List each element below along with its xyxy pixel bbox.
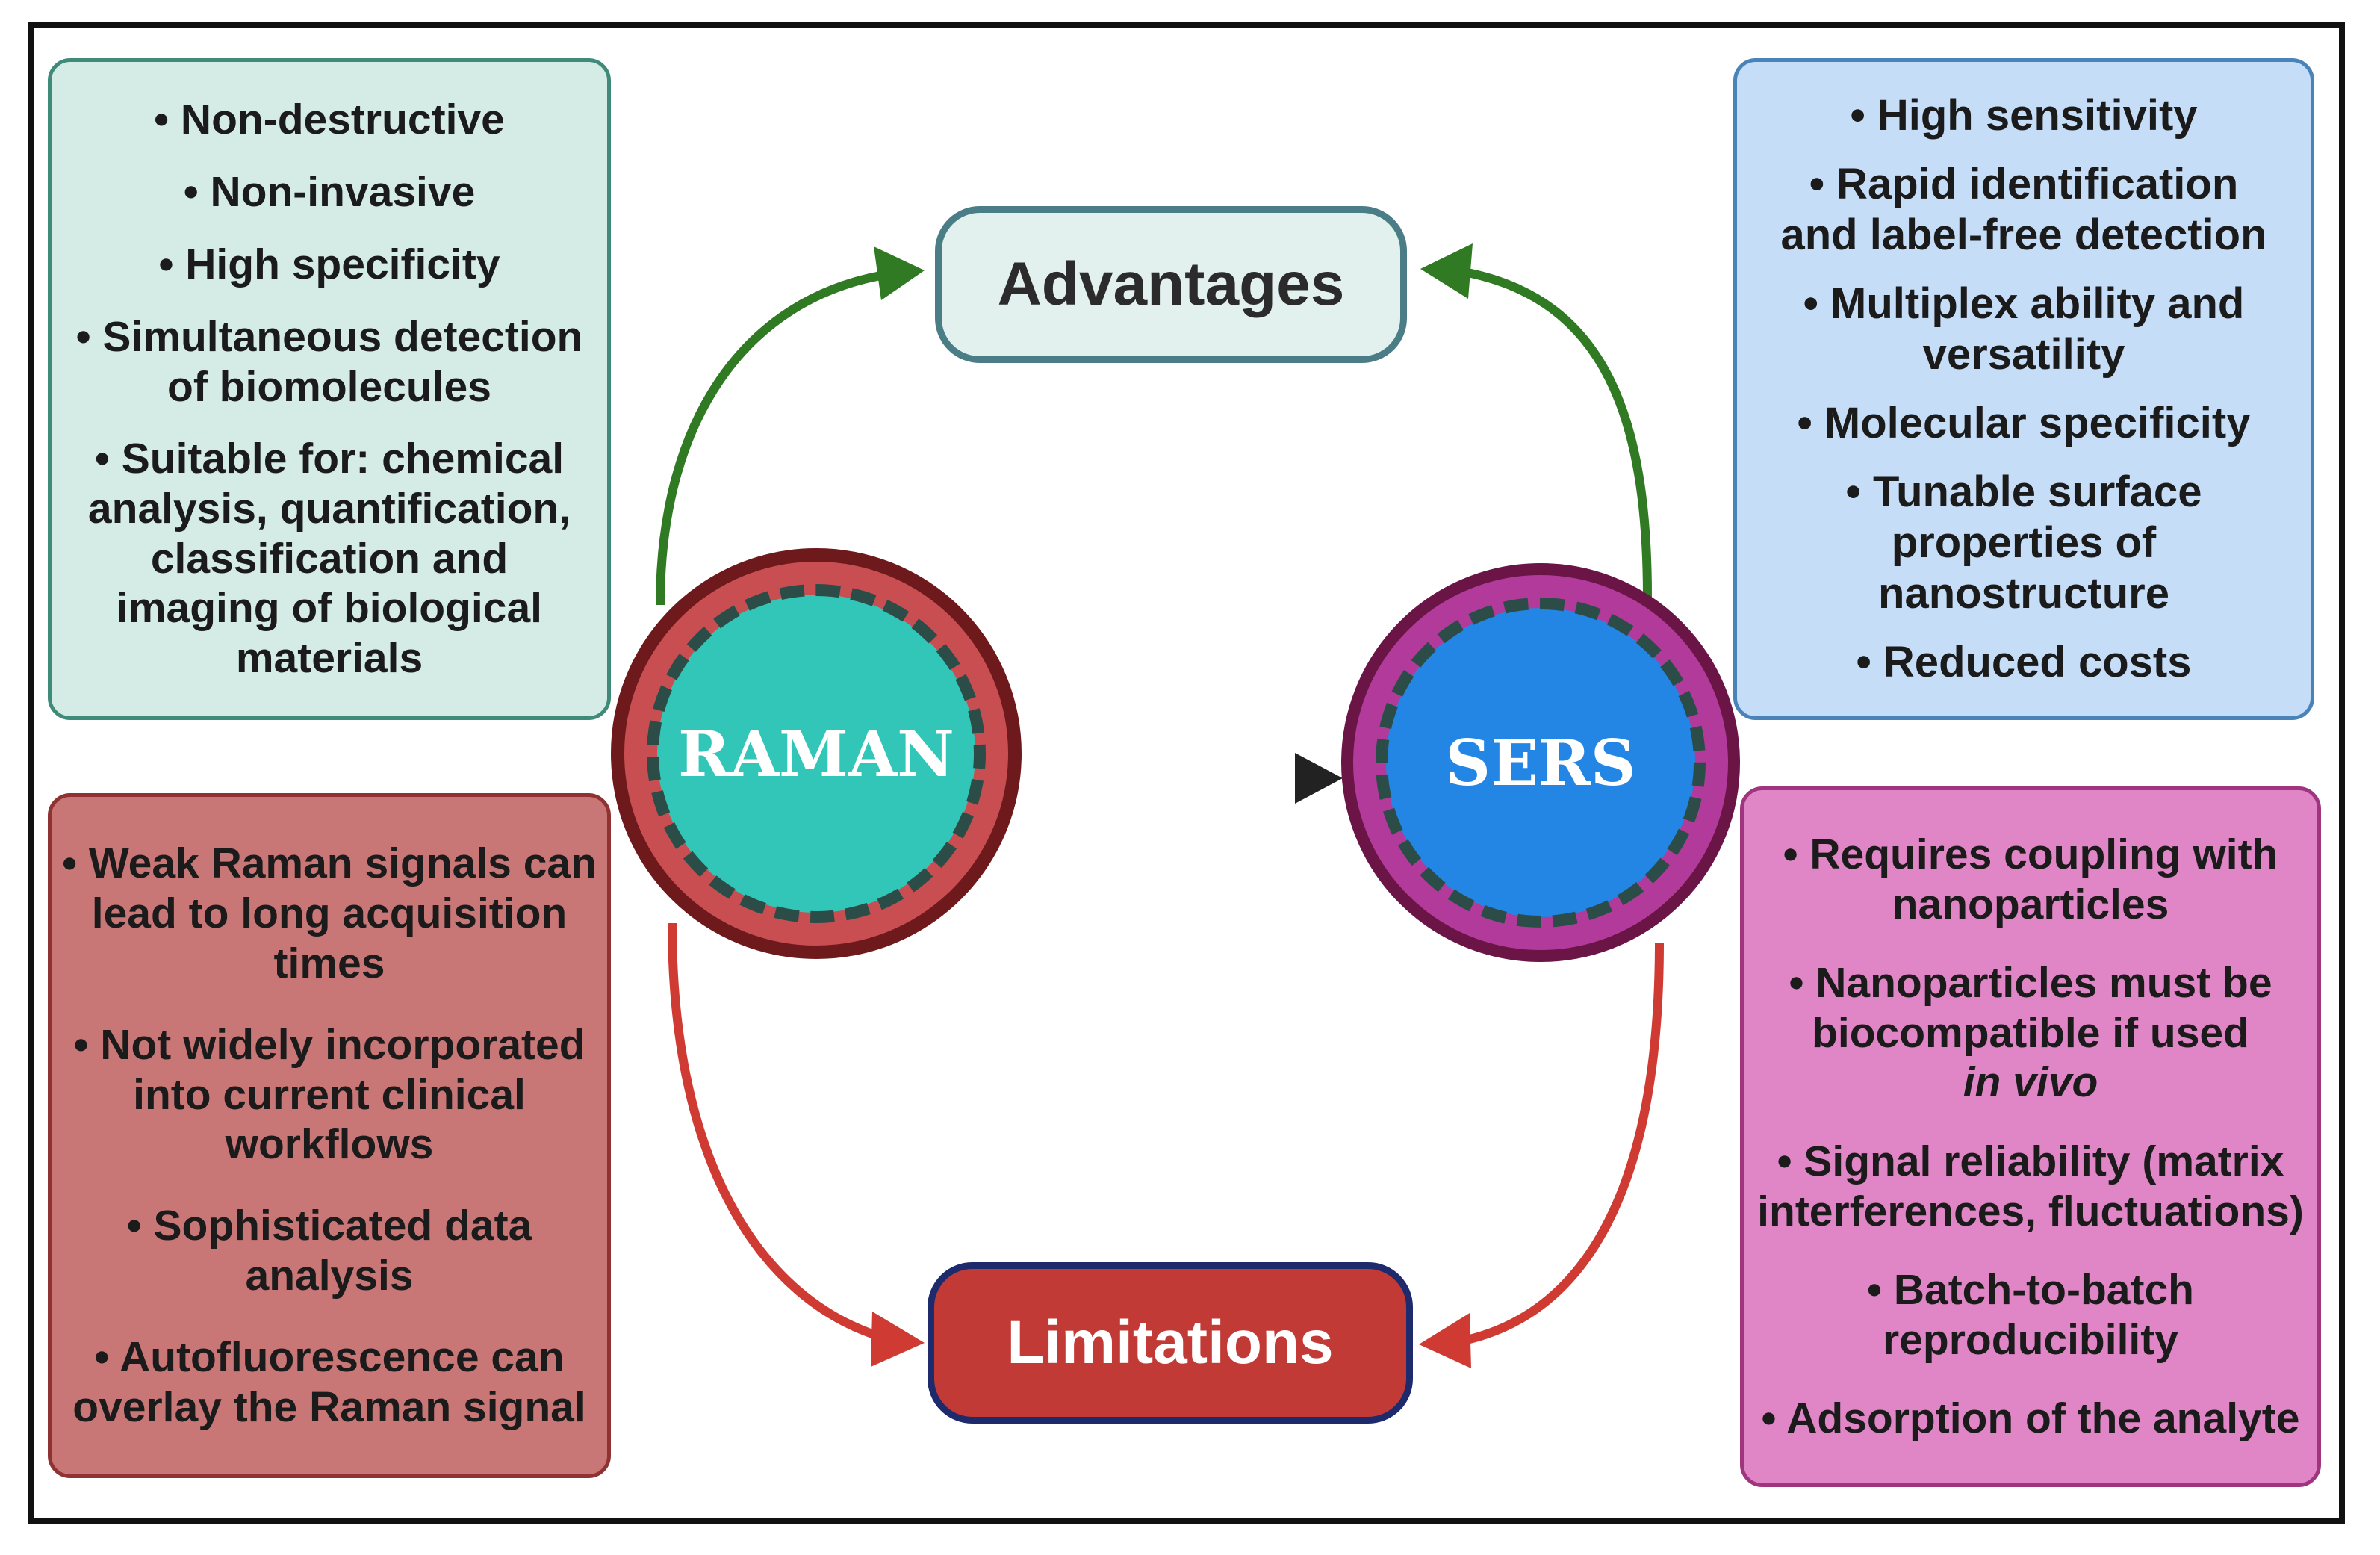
bullet-line: interferences, fluctuations) xyxy=(1757,1187,2304,1235)
bullet-item: • Molecular specificity xyxy=(1798,398,2251,449)
sers-to-advantages-arrow xyxy=(1462,267,1652,598)
bullet-line: reproducibility xyxy=(1883,1315,2178,1364)
bullet-line: analysis xyxy=(245,1252,414,1300)
advantages-label-text: Advantages xyxy=(997,250,1345,318)
bullet-line: lead to long acquisition xyxy=(91,890,568,938)
bullet-line: • Suitable for: chemical xyxy=(94,435,565,483)
bullet-line: • Batch-to-batch xyxy=(1867,1266,2194,1315)
raman-advantages-box: • Non-destructive • Non-invasive • High sp… xyxy=(48,58,611,720)
bullet-line: analysis, quantification, xyxy=(87,485,571,533)
sers-node: SERS xyxy=(1341,563,1740,962)
bullet-line: • Adsorption of the analyte xyxy=(1761,1394,2300,1443)
bullet-line: • Weak Raman signals can xyxy=(62,839,597,888)
bullet-line: classification and xyxy=(150,534,509,583)
sers-to-limitations-arrowhead xyxy=(1419,1313,1471,1368)
bullet-line: into current clinical xyxy=(133,1070,526,1119)
bullet-line: • Not widely incorporated xyxy=(73,1020,585,1069)
bullet-line: • Tunable surface xyxy=(1845,468,2202,517)
bullet-line: and label-free detection xyxy=(1780,211,2267,260)
raman-to-advantages-arrowhead xyxy=(874,246,925,300)
bullet-item: • Non-invasive xyxy=(184,167,476,217)
bullet-line: biocompatible if used xyxy=(1812,1008,2249,1057)
sers-to-advantages-arrowhead xyxy=(1420,243,1473,299)
bullet-line: versatility xyxy=(1922,330,2125,379)
bullet-line: materials xyxy=(235,634,423,683)
sers-node-core: SERS xyxy=(1376,598,1706,928)
bullet-item: • Reduced costs xyxy=(1857,637,2192,688)
raman-to-limitations-arrow xyxy=(668,922,883,1341)
bullet-line: overlay the Raman signal xyxy=(72,1382,586,1431)
bullet-line: • Reduced costs xyxy=(1856,637,2192,686)
bullet-line: • Multiplex ability and xyxy=(1803,279,2245,329)
sers-node-label: SERS xyxy=(1445,725,1636,800)
bullet-line: in vivo xyxy=(1963,1058,2098,1107)
bullet-line: • Rapid identification xyxy=(1809,160,2239,209)
raman-to-sers-arrowhead xyxy=(1295,753,1343,804)
bullet-line: • Molecular specificity xyxy=(1797,399,2251,448)
bullet-line: • Non-invasive xyxy=(183,168,476,217)
sers-advantages-box: • High sensitivity • Rapid identification… xyxy=(1733,58,2314,720)
bullet-line: • High sensitivity xyxy=(1850,91,2198,140)
raman-to-limitations-arrowhead xyxy=(871,1312,925,1367)
bullet-line: • Requires coupling with xyxy=(1783,830,2278,878)
bullet-line: times xyxy=(273,939,385,987)
raman-node: RAMAN xyxy=(611,548,1022,959)
bullet-line: • High specificity xyxy=(158,240,500,288)
raman-to-advantages-arrow xyxy=(656,270,886,606)
limitations-label-text: Limitations xyxy=(1007,1309,1334,1376)
bullet-line: • Signal reliability (matrix xyxy=(1777,1137,2284,1185)
bullet-line: • Sophisticated data xyxy=(126,1202,532,1250)
bullet-line: • Autofluorescence can xyxy=(94,1333,565,1382)
raman-node-label: RAMAN xyxy=(678,716,954,791)
bullet-line: of biomolecules xyxy=(167,362,491,411)
advantages-label: Advantages xyxy=(935,206,1407,363)
bullet-item: • High sensitivity xyxy=(1850,90,2197,141)
bullet-item: • High specificity xyxy=(158,240,500,290)
bullet-line: • Non-destructive xyxy=(154,96,505,144)
bullet-line: properties of nanostructure xyxy=(1878,518,2169,618)
bullet-line: imaging of biological xyxy=(116,584,542,633)
bullet-line: nanoparticles xyxy=(1892,880,2169,928)
limitations-label: Limitations xyxy=(928,1262,1413,1424)
raman-node-core: RAMAN xyxy=(647,584,986,923)
bullet-line: • Simultaneous detection xyxy=(75,312,583,361)
bullet-item: • Adsorption of the analyte xyxy=(1762,1394,2300,1444)
bullet-line: • Nanoparticles must be xyxy=(1789,959,2272,1008)
bullet-item: • Non-destructive xyxy=(154,95,505,145)
bullet-line: workflows xyxy=(225,1120,434,1169)
sers-to-limitations-arrow xyxy=(1458,942,1664,1346)
